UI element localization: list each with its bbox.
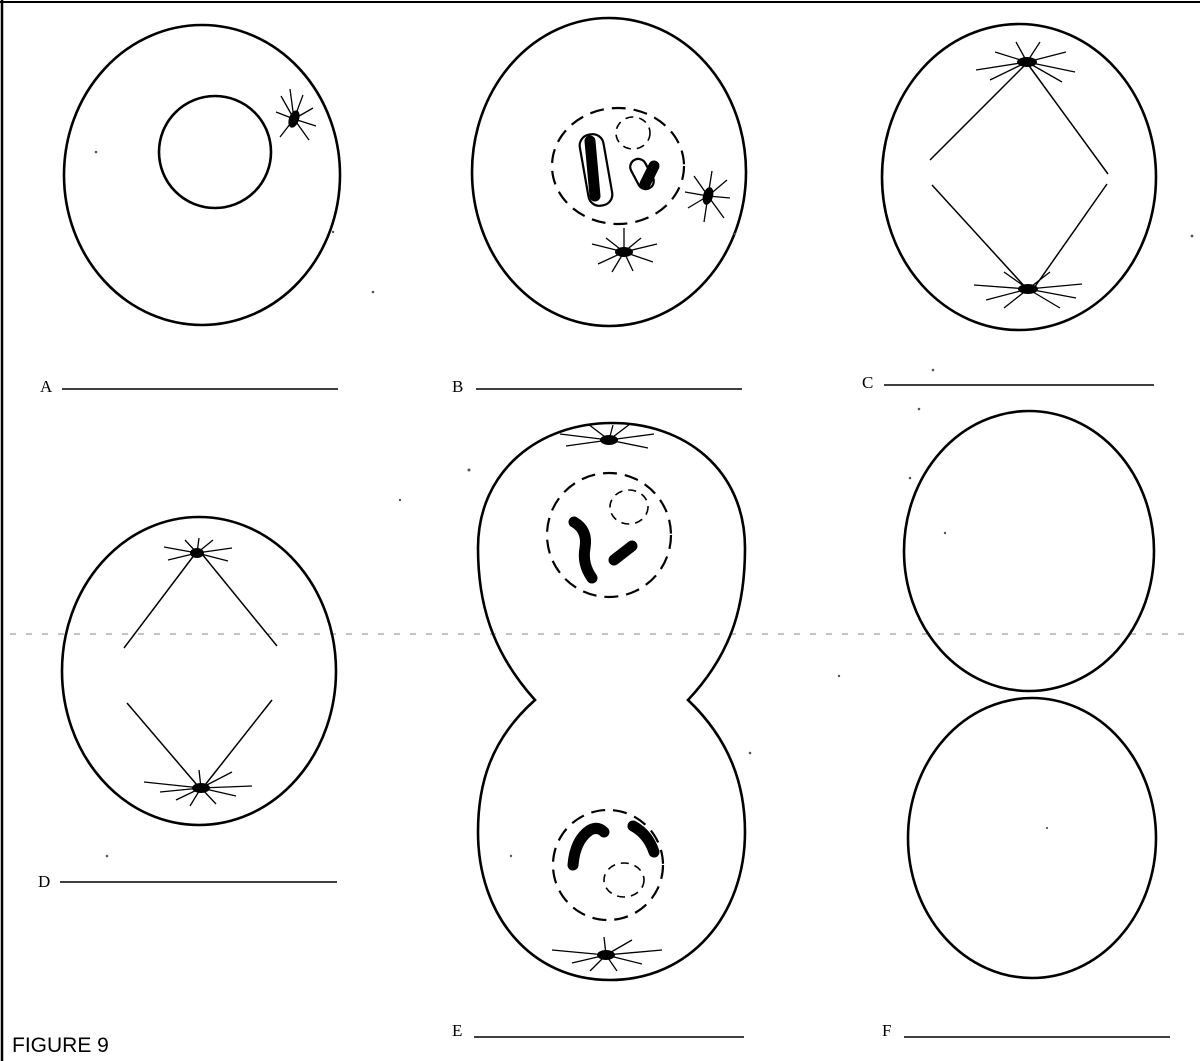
nucleolus-top xyxy=(610,490,648,524)
chromosome xyxy=(574,522,592,578)
cell-membrane xyxy=(882,24,1156,330)
panel-e: E xyxy=(452,423,745,1040)
chromosomes-top xyxy=(574,522,632,578)
centrosome-top xyxy=(164,538,232,561)
nuclear-envelope-dashed-top xyxy=(547,473,671,597)
figure-caption: FIGURE 9 xyxy=(12,1034,109,1057)
panel-c: C xyxy=(862,24,1156,392)
aster-rays xyxy=(592,228,657,272)
centrosome-bottom xyxy=(552,937,662,971)
chromosome xyxy=(573,828,604,865)
chromosome xyxy=(614,546,632,560)
chromosomes xyxy=(578,132,657,207)
panel-label-e: E xyxy=(452,1021,462,1040)
cell-membrane xyxy=(64,25,340,325)
daughter-cell-top xyxy=(904,411,1154,691)
panel-label-f: F xyxy=(882,1021,891,1040)
aster-rays xyxy=(144,770,252,806)
panel-f: F xyxy=(882,411,1170,1040)
aster-rays xyxy=(976,42,1075,82)
chromosome-filled xyxy=(590,141,595,196)
nucleolus-bottom xyxy=(604,863,644,897)
spindle-fibers xyxy=(930,63,1108,288)
aster-rays xyxy=(552,937,662,971)
cell-membrane xyxy=(62,517,336,825)
nucleolus xyxy=(616,117,650,149)
aster-rays xyxy=(685,171,730,222)
spindle-fibers xyxy=(124,554,277,785)
aster-rays xyxy=(276,89,316,140)
chromosome xyxy=(633,826,654,852)
panel-label-d: D xyxy=(38,872,50,891)
panel-b: B xyxy=(452,18,746,396)
scan-specks xyxy=(95,151,1194,858)
panel-label-b: B xyxy=(452,377,463,396)
centrosome-right xyxy=(685,171,730,222)
panel-label-c: C xyxy=(862,373,873,392)
chromosomes-bottom xyxy=(573,826,654,865)
centrosome-bottom xyxy=(144,770,252,806)
panel-a: A xyxy=(40,25,340,396)
panel-d: D xyxy=(38,517,337,891)
nuclear-envelope xyxy=(159,96,271,208)
cell-membrane-dividing xyxy=(478,423,745,980)
centrosome-bottom xyxy=(974,272,1082,308)
daughter-cell-bottom xyxy=(908,698,1156,978)
centrosome xyxy=(276,89,316,140)
panel-label-a: A xyxy=(40,377,53,396)
centrosome-bottom xyxy=(592,228,657,272)
centrosome-top xyxy=(976,42,1075,82)
